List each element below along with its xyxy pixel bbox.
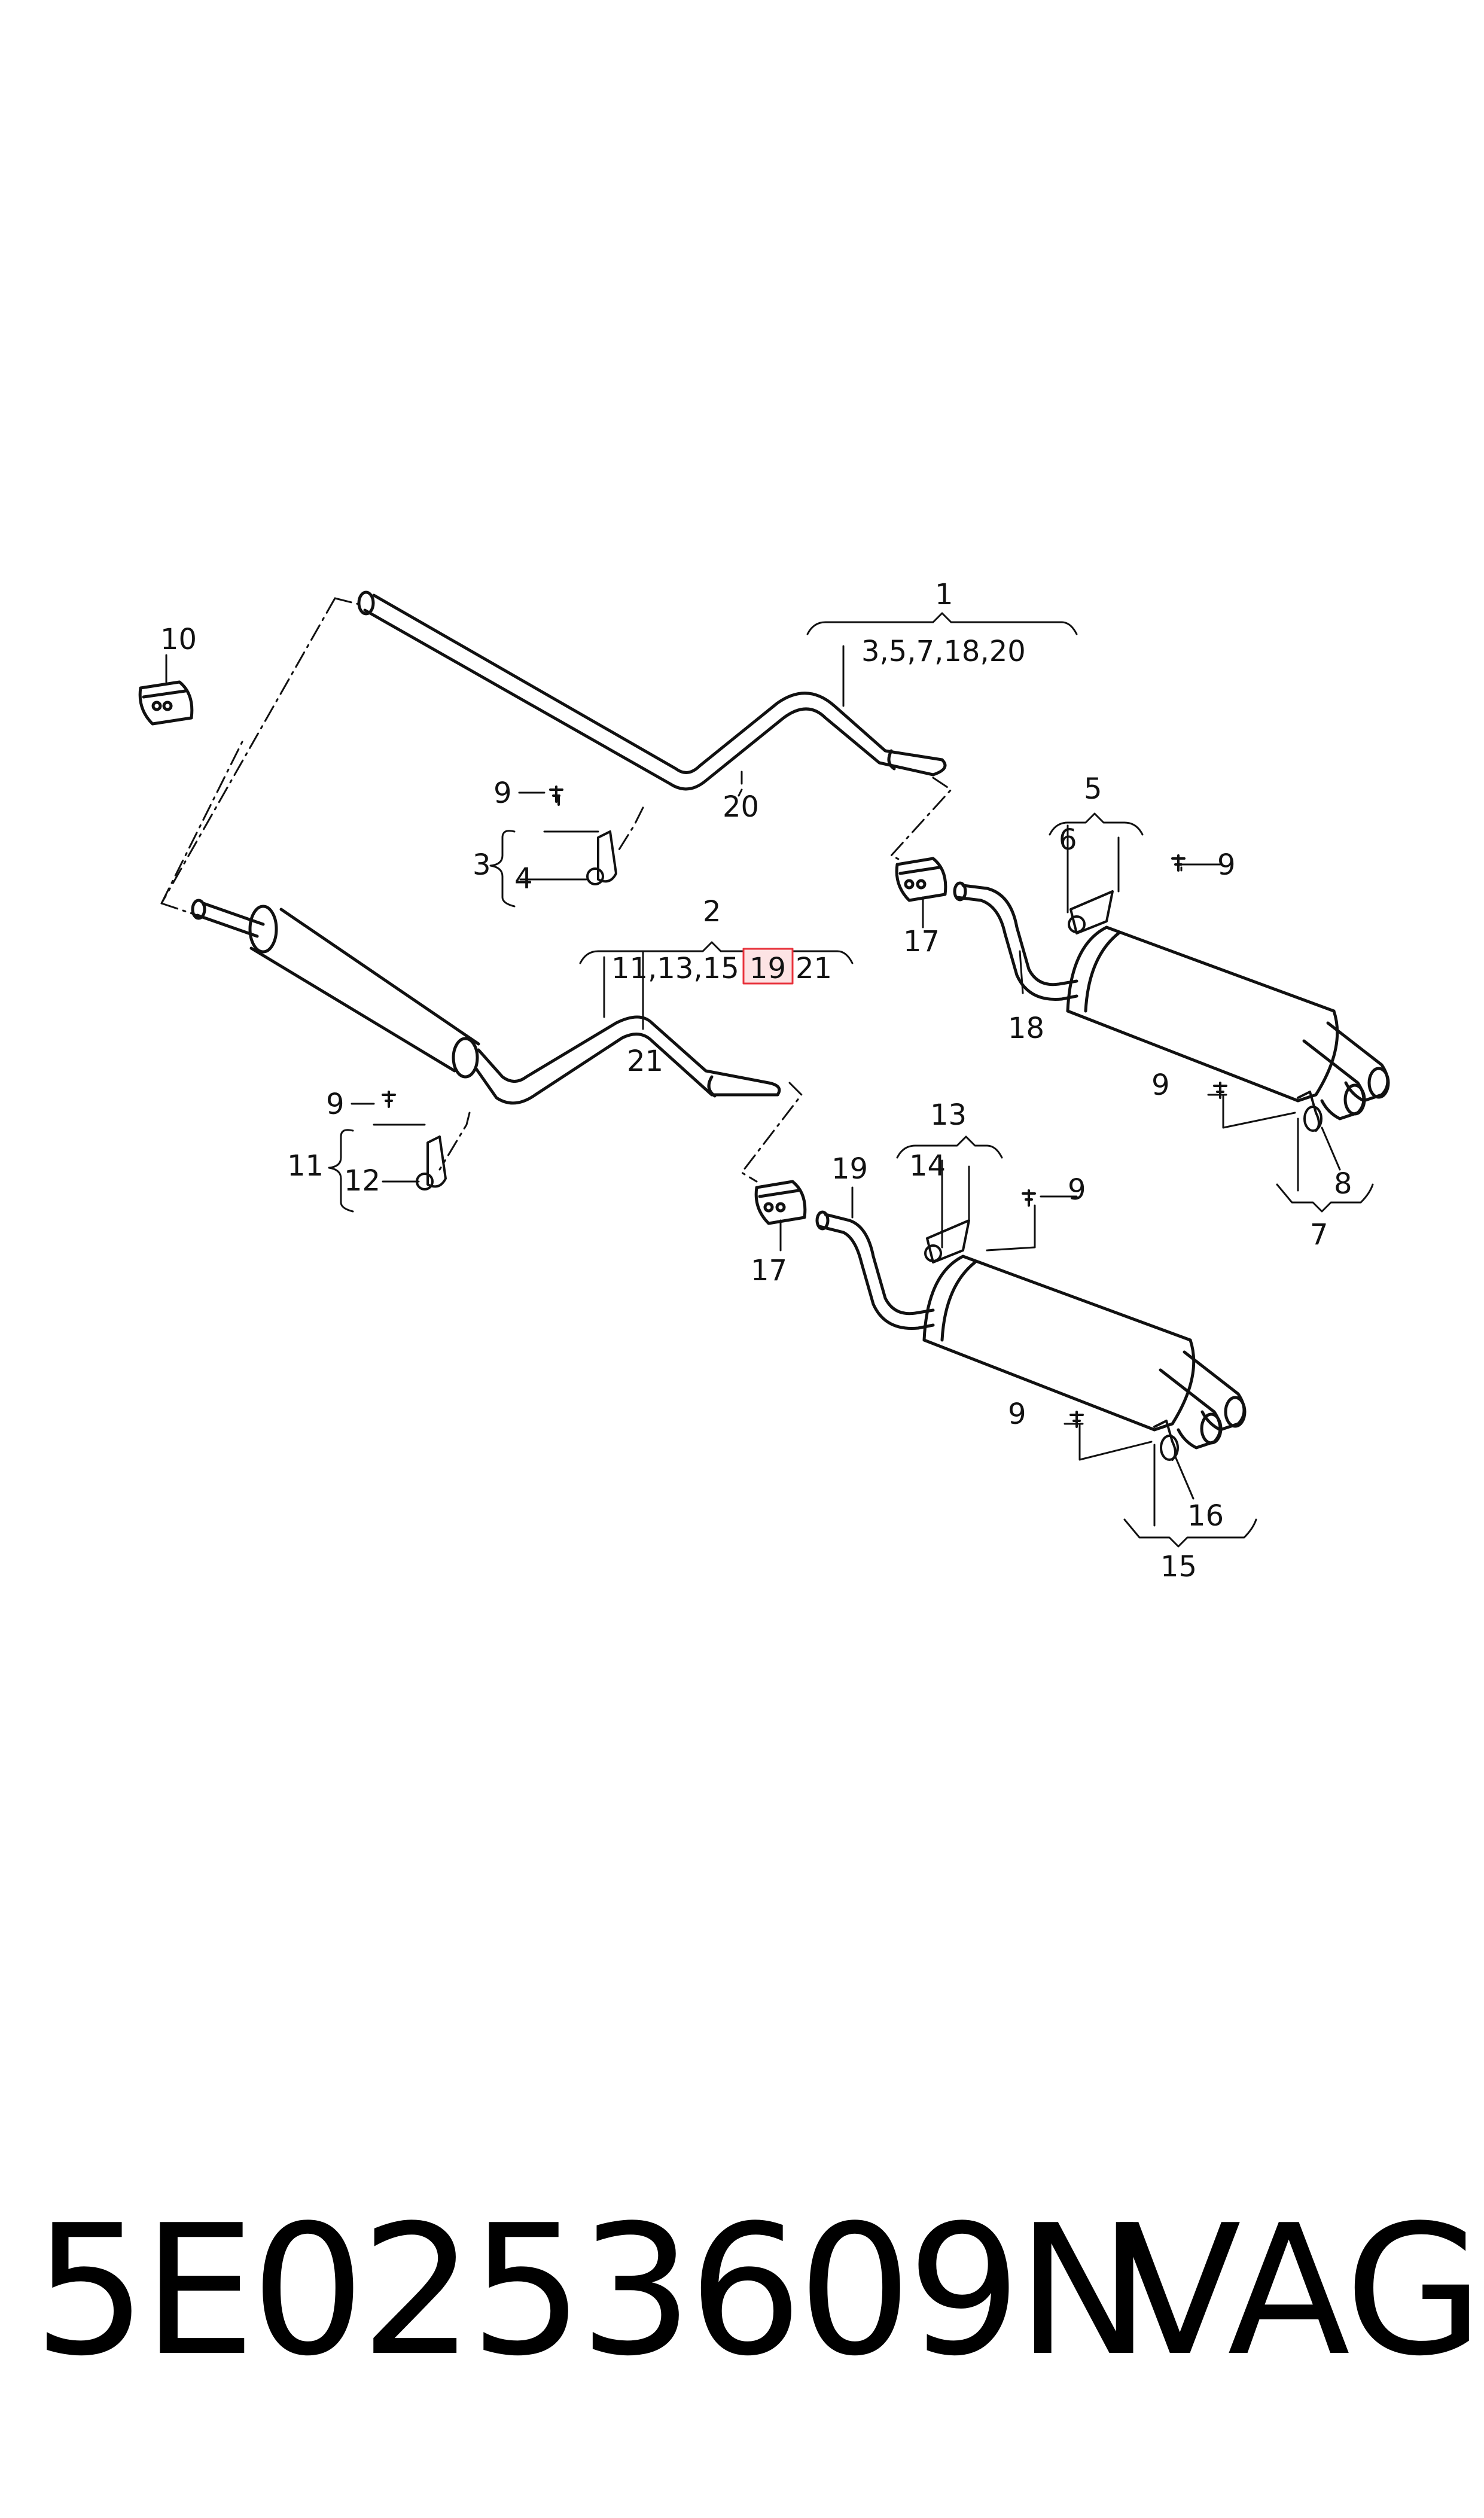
callout-4: 4 [514, 862, 533, 896]
callout-1: 1 [935, 578, 953, 611]
front-pipe-20 [357, 590, 947, 791]
center-muffler-21 [191, 899, 781, 1105]
callout-8: 8 [1334, 1167, 1352, 1201]
callout-14: 14 [909, 1149, 946, 1183]
callout-1-list: 3,5,7,18,20 [861, 635, 1026, 668]
callout-9-b: 9 [1217, 848, 1236, 882]
callout-9-d: 9 [1151, 1068, 1170, 1102]
highlight-box-19 [742, 948, 794, 985]
dash-dot-guides [160, 597, 952, 1183]
callout-17-a: 17 [903, 925, 940, 958]
callout-15: 15 [1160, 1550, 1197, 1584]
rear-muffler-18 [953, 881, 1390, 1121]
leader-lines [165, 612, 1374, 1548]
callout-17-b: 17 [751, 1254, 787, 1287]
callout-6: 6 [1059, 823, 1077, 857]
callout-13: 13 [930, 1098, 967, 1132]
callout-16: 16 [1187, 1499, 1224, 1533]
callout-19: 19 [831, 1152, 868, 1186]
callout-9-c: 9 [326, 1088, 345, 1121]
callout-20: 20 [723, 790, 759, 824]
clamp-10 [138, 680, 194, 726]
callout-7: 7 [1310, 1218, 1328, 1252]
callout-18: 18 [1008, 1012, 1044, 1045]
callout-2-list-a: 11,13,15 [611, 952, 739, 985]
callouts: 1 3,5,7,18,20 2 11,13,15 19 21 3 4 5 6 7… [160, 578, 1352, 1584]
callout-21: 21 [627, 1045, 663, 1078]
callout-2-list-highlight: 19 [749, 952, 786, 985]
clamp-17-upper [895, 857, 947, 902]
part-number-label: 5E0253609N [33, 2187, 1151, 2395]
callout-3: 3 [473, 848, 491, 882]
callout-9-e: 9 [1068, 1173, 1086, 1207]
callout-10: 10 [160, 623, 197, 656]
brand-label: VAG [1119, 2187, 1483, 2395]
clamp-17-lower [754, 1180, 807, 1225]
callout-9-a: 9 [493, 777, 512, 810]
rear-muffler-19 [815, 1210, 1247, 1450]
callout-5: 5 [1084, 772, 1102, 806]
callout-2: 2 [703, 895, 721, 928]
callout-12: 12 [344, 1164, 380, 1198]
callout-2-list-b: 21 [796, 952, 832, 985]
callout-9-f: 9 [1008, 1397, 1026, 1431]
callout-11: 11 [287, 1149, 324, 1183]
